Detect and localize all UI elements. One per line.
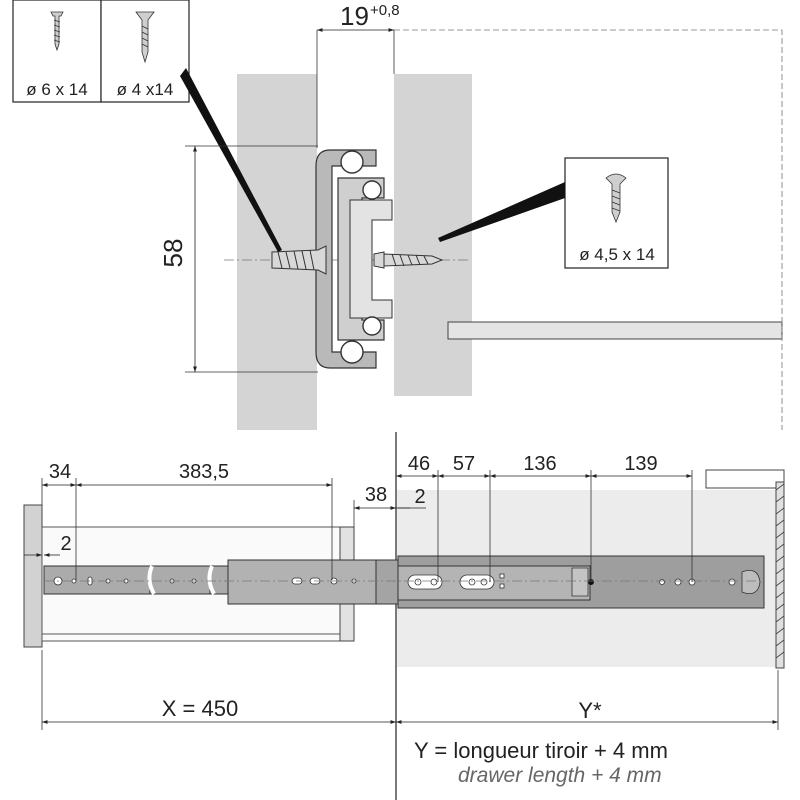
dim-383-5-label: 383,5 bbox=[179, 461, 229, 483]
dim-2-right-label: 2 bbox=[414, 486, 425, 508]
drawer-side-panel bbox=[394, 74, 472, 396]
dimension-19: 19 +0,8 bbox=[316, 1, 400, 148]
note-line-2: drawer length + 4 mm bbox=[458, 764, 662, 787]
screw-box-3-label: ø 4,5 x 14 bbox=[579, 245, 655, 264]
dim-y-label: Y* bbox=[578, 698, 602, 723]
screw-box-4x14: ø 4 x14 bbox=[100, 0, 190, 103]
dim-x-label: X = 450 bbox=[162, 696, 238, 721]
dimension-58: 58 bbox=[158, 145, 318, 373]
dim-34-label: 34 bbox=[49, 461, 71, 483]
cross-section-view: ø 6 x 14 ø 4 x14 ø 4,5 x 14 bbox=[12, 0, 783, 430]
screw-box-2-label: ø 4 x14 bbox=[117, 80, 174, 99]
dimension-x: X = 450 bbox=[41, 650, 396, 730]
dim-2-left-label: 2 bbox=[60, 533, 71, 555]
dimension-chain-right: 46 57 136 139 bbox=[396, 453, 693, 582]
rear-wall bbox=[705, 469, 785, 669]
screw-box-4-5x14: ø 4,5 x 14 bbox=[564, 157, 669, 269]
note-line-1: Y = longueur tiroir + 4 mm bbox=[414, 738, 668, 763]
drawer-front bbox=[23, 504, 43, 648]
flat-head-screw-icon bbox=[135, 11, 155, 64]
dim-57-label: 57 bbox=[453, 453, 475, 475]
screw-box-6x14: ø 6 x 14 bbox=[12, 0, 102, 103]
drawer-outline-dashed bbox=[394, 29, 783, 430]
screw-box-1-label: ø 6 x 14 bbox=[26, 80, 87, 99]
dimension-y: Y* bbox=[396, 670, 779, 730]
dim-19-tolerance: +0,8 bbox=[370, 2, 400, 19]
screw-leader-right bbox=[438, 182, 565, 242]
dim-136-label: 136 bbox=[523, 453, 556, 475]
screw-leader-left bbox=[180, 68, 282, 252]
dimension-38: 38 2 bbox=[353, 484, 426, 528]
drawer-screw bbox=[373, 251, 444, 269]
dim-58-label: 58 bbox=[158, 239, 188, 268]
pan-head-screw-icon bbox=[605, 173, 627, 224]
dim-19-value: 19 bbox=[340, 1, 369, 31]
dimension-2-left: 2 bbox=[24, 533, 72, 557]
dim-46-label: 46 bbox=[408, 453, 430, 475]
countersunk-screw-icon bbox=[50, 11, 64, 52]
side-view: 34 383,5 2 38 2 46 bbox=[23, 453, 785, 787]
drawer-bottom-board bbox=[447, 321, 783, 340]
dimension-chain-left: 34 383,5 bbox=[41, 461, 333, 580]
dim-38-label: 38 bbox=[365, 484, 387, 506]
slide-rail-profile bbox=[315, 149, 393, 369]
cabinet-screw bbox=[271, 245, 327, 275]
dim-139-label: 139 bbox=[624, 453, 657, 475]
